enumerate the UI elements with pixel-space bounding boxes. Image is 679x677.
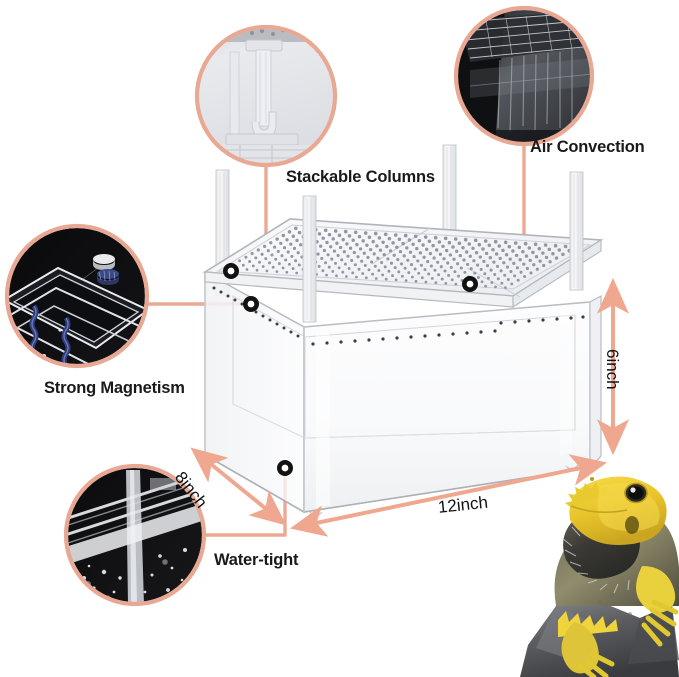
callout-ring-stackable-columns — [194, 24, 338, 168]
callout-photo-air-convection — [453, 5, 595, 147]
marker-air-convection — [462, 276, 478, 292]
dimension-arrow-width — [289, 454, 608, 537]
stackable-columns-front — [302, 171, 584, 323]
callout-label-strong-magnetism: Strong Magnetism — [44, 379, 185, 397]
marker-stackable-columns — [223, 263, 239, 279]
callout-markers — [223, 263, 478, 476]
dimension-label-height: 6inch — [603, 349, 622, 390]
marker-strong-magnetism — [243, 296, 259, 312]
callout-ring-air-convection — [453, 5, 595, 147]
callout-photo-stackable-columns — [194, 24, 338, 168]
lid-perforation-grid — [225, 226, 578, 289]
callout-label-air-convection: Air Convection — [530, 138, 645, 156]
tank-body — [204, 270, 602, 517]
column-front-left — [302, 195, 317, 323]
callout-label-stackable-columns: Stackable Columns — [286, 168, 435, 186]
bearded-dragon-photo — [520, 476, 679, 677]
dimension-arrows — [190, 277, 629, 537]
callout-ring-strong-magnetism — [4, 223, 150, 369]
column-front-right — [569, 171, 584, 291]
callout-photo-strong-magnetism — [4, 223, 150, 369]
marker-water-tight — [277, 460, 293, 476]
ventilation-holes — [212, 286, 585, 346]
callout-ring-water-tight — [63, 463, 207, 607]
callout-photo-water-tight — [63, 463, 207, 607]
callout-label-water-tight: Water-tight — [214, 551, 299, 569]
dimension-arrow-depth — [190, 447, 287, 526]
